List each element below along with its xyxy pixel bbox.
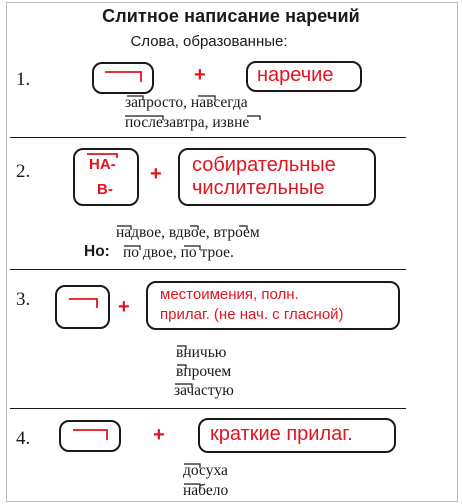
page-title: Слитное написание наречий [102,6,360,26]
rule-2-prefix-v: В- [97,181,113,198]
rule-2-contrast-text: по двое, по трое. [123,244,234,261]
rule-2-result-line-2: числительные [192,177,325,199]
rule-4-number: 4. [16,428,31,449]
rule-3-prefix-box [55,285,110,329]
rule-1-example-2: послезавтра, извне [125,114,250,131]
rule-3-result-line-2: прилаг. (не нач. с гласной) [160,306,344,323]
divider-1 [10,137,406,138]
page-subtitle: Слова, образованные: [130,33,288,50]
rule-1-number: 1. [16,69,31,90]
rule-1-result: наречие [257,64,334,86]
rule-2-result-box: собирательные числительные [178,148,376,206]
rule-3-plus: + [118,296,130,318]
rule-1-result-box: наречие [246,61,362,92]
rule-2-example-1: надвое, вдвое, втроем [116,224,260,241]
rule-2-result-line-1: собирательные [192,154,336,176]
divider-3 [10,408,406,409]
rule-1-prefix-box [92,62,154,94]
rule-1-plus: + [194,64,206,86]
rule-4-plus: + [153,424,165,446]
rule-4-result-box: краткие прилаг. [198,418,396,453]
rule-3-number: 3. [16,289,31,310]
rule-2-contrast-label: Но: [84,243,110,260]
rule-4-prefix-box [59,420,121,452]
rule-3-example-2: впрочем [176,363,232,380]
rule-2-prefix-na: НА- [89,156,116,173]
rule-4-example-1: досуха [183,462,228,479]
rule-4-example-2: набело [183,482,229,499]
rule-2-number: 2. [16,161,31,182]
rule-3-result-box: местоимения, полн. прилаг. (не нач. с гл… [146,281,400,330]
divider-2 [10,269,406,270]
rule-3-result-line-1: местоимения, полн. [160,286,299,303]
rule-1-example-1: запросто, навсегда [125,94,248,111]
rule-3-example-3: зачастую [174,382,234,399]
rule-4-result: краткие прилаг. [210,423,353,445]
rule-2-prefix-box: НА- В- [73,148,139,206]
page-frame [6,2,458,502]
rule-2-plus: + [150,163,162,185]
rule-3-example-1: вничью [176,344,227,361]
